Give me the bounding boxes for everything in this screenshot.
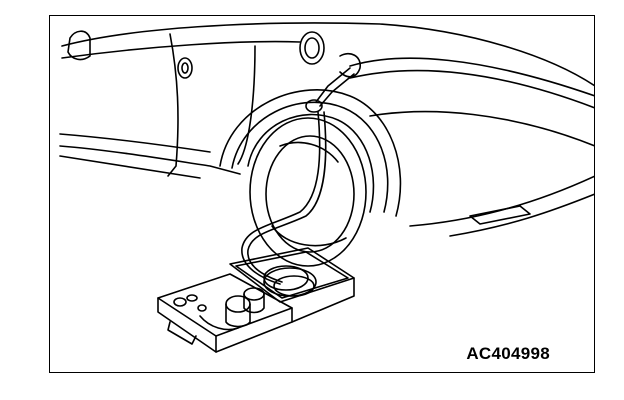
car-fuel-tester-illustration — [59, 22, 594, 353]
rear-wheel-icon — [219, 89, 402, 267]
car-body-side-view-icon — [59, 22, 594, 237]
fuel-hose-nozzle-icon — [241, 67, 355, 285]
figure-code-label: AC404998 — [466, 344, 550, 363]
diagram-frame: AC404998 — [49, 15, 595, 373]
tester-case-icon — [157, 247, 355, 353]
fuel-filler-door-icon — [299, 31, 361, 78]
